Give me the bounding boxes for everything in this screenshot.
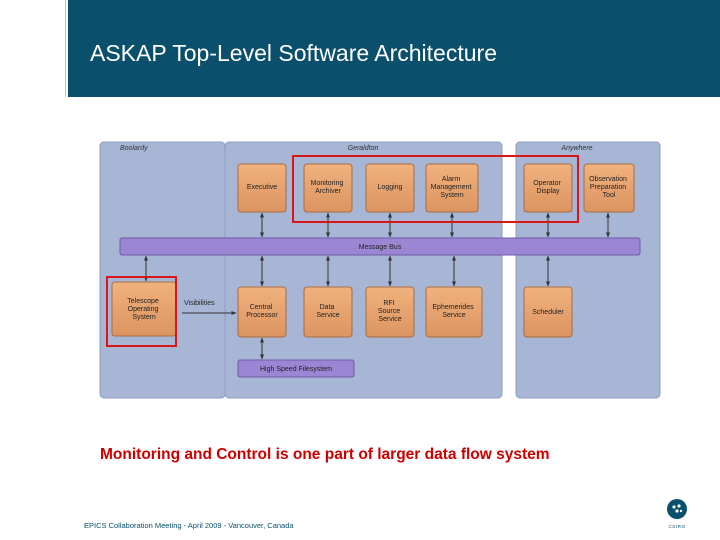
header-bar <box>68 0 720 97</box>
component-rfi-source-service-label: RFI Source Service <box>378 300 402 323</box>
message-bus-label: Message Bus <box>359 244 402 251</box>
slide-title: ASKAP Top-Level Software Architecture <box>90 40 497 66</box>
highlight-box-monitoring <box>292 155 579 223</box>
csiro-logo-mark <box>667 499 687 519</box>
high-speed-filesystem: High Speed Filesystem <box>237 359 355 378</box>
architecture-diagram-svg: Boolardy Geraldton Anywhere Executive <box>99 141 661 399</box>
highlight-box-telescope <box>106 276 177 347</box>
component-central-processor-label: Central Processor <box>246 304 278 319</box>
component-alarm-management-system: Alarm Management System <box>425 163 479 213</box>
component-alarm-management-system-label: Alarm Management System <box>431 176 474 199</box>
component-scheduler-label: Scheduler <box>532 309 564 316</box>
component-rfi-source-service: RFI Source Service <box>365 286 415 338</box>
component-logging-label: Logging <box>378 184 403 191</box>
component-executive: Executive <box>237 163 287 213</box>
csiro-logo: CSIRO <box>667 499 687 529</box>
component-executive-label: Executive <box>247 184 277 191</box>
region-label-anywhere: Anywhere <box>560 145 592 152</box>
slide-caption: Monitoring and Control is one part of la… <box>100 446 550 463</box>
high-speed-filesystem-label: High Speed Filesystem <box>260 366 332 373</box>
component-operator-display-label: Operator Display <box>533 180 563 195</box>
component-data-service-label: Data Service <box>316 304 339 319</box>
component-observation-preparation-tool: Observation Preparation Tool <box>583 163 635 213</box>
component-monitoring-archiver: Monitoring Archiver <box>303 163 353 213</box>
component-operator-display: Operator Display <box>523 163 573 213</box>
component-logging: Logging <box>365 163 415 213</box>
component-data-service: Data Service <box>303 286 353 338</box>
csiro-logo-text: CSIRO <box>668 524 685 529</box>
component-telescope-operating-system: Telescope Operating System <box>111 281 177 337</box>
component-telescope-operating-system-label: Telescope Operating System <box>127 298 160 321</box>
component-ephemerides-service-label: Ephemerides Service <box>432 304 475 319</box>
slide-footer: EPICS Collaboration Meeting - April 2009… <box>84 521 294 530</box>
component-monitoring-archiver-label: Monitoring Archiver <box>311 180 346 195</box>
header-left-strip <box>0 0 68 97</box>
region-label-boolardy: Boolardy <box>120 145 148 152</box>
visibilities-label: Visibilities <box>184 300 215 307</box>
region-label-geraldton: Geraldton <box>348 145 379 152</box>
component-observation-preparation-tool-label: Observation Preparation Tool <box>589 176 629 199</box>
component-central-processor: Central Processor <box>237 286 287 338</box>
component-scheduler: Scheduler <box>523 286 573 338</box>
connectors <box>144 212 610 360</box>
architecture-diagram: Boolardy Geraldton Anywhere Executive <box>92 136 662 400</box>
header-separator <box>65 0 66 97</box>
region-boolardy <box>99 141 226 399</box>
message-bus: Message Bus <box>119 237 641 256</box>
component-ephemerides-service: Ephemerides Service <box>425 286 483 338</box>
